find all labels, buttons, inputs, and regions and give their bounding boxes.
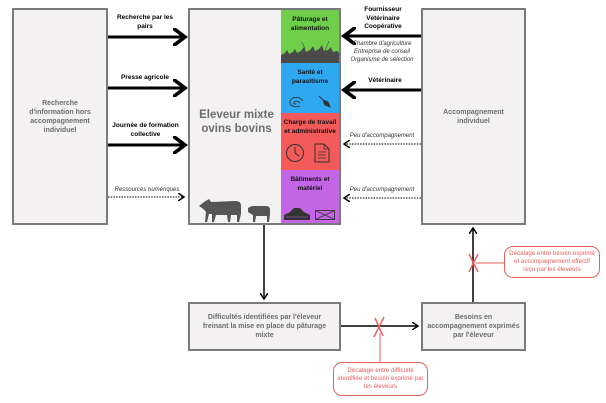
label-veterinarian: Vétérinaire xyxy=(368,77,402,84)
panel-buildings: Bâtiments et matériel xyxy=(281,170,339,223)
panel-workload: Charge de travail et administrative xyxy=(281,113,339,170)
grass-icon xyxy=(281,41,339,63)
left-box-info-search: Recherche d'information hors accompagnem… xyxy=(12,8,108,225)
gate-icon xyxy=(315,210,335,220)
cross-icon-difficulty-gap xyxy=(373,316,385,338)
difficulties-box: Difficultés identifiées par l'éleveur fr… xyxy=(188,302,341,351)
note-need-support-gap: Décalage entre besoin exprimé et accompa… xyxy=(504,246,600,278)
barn-icon xyxy=(284,208,310,220)
sheep-icon xyxy=(248,206,270,222)
label-peer-search: Recherche par les pairs xyxy=(116,14,173,30)
label-training-day: Journée de formation collective xyxy=(112,122,179,138)
label-advisory-orgs: Chambre d'agriculture Entreprise de cons… xyxy=(350,41,414,63)
label-digital-resources: Ressources numériques xyxy=(114,187,180,193)
farmer-title: Eleveur mixte ovins bovins xyxy=(199,109,274,135)
right-box-individual-support: Accompagnement individuel xyxy=(421,8,526,225)
syringe-icon xyxy=(318,95,331,108)
clock-icon xyxy=(286,144,304,162)
cross-icon-support-gap xyxy=(468,253,479,273)
right-box-label: Accompagnement individuel xyxy=(443,108,504,125)
cow-sheep-icon xyxy=(199,199,270,222)
note-difficulty-need-gap: Décalage entre difficulté identifiée et … xyxy=(333,362,428,396)
label-farm-press: Presse agricole xyxy=(120,74,170,81)
left-box-label: Recherche d'information hors accompagnem… xyxy=(29,99,91,134)
label-suppliers: Fournisseur Vétérinaire Coopérative xyxy=(364,6,402,30)
label-little-support-workload: Peu d'accompagnement xyxy=(349,133,415,139)
cow-icon xyxy=(199,199,241,222)
needs-box: Besoins en accompagnement exprimés par l… xyxy=(421,302,526,351)
panel-grazing: Pâturage et alimentation xyxy=(281,10,339,63)
parasite-icon xyxy=(289,96,304,108)
panel-health: Santé et parasitisme xyxy=(281,63,339,113)
label-little-support-buildings: Peu d'accompagnement xyxy=(349,187,415,193)
document-icon xyxy=(314,143,330,163)
